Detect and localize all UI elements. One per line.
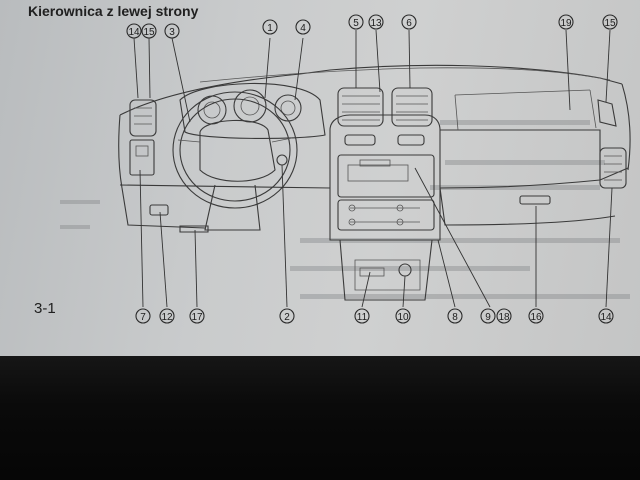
callout-1: 1 <box>263 20 277 34</box>
bleed-through-text <box>60 120 630 299</box>
svg-text:15: 15 <box>143 27 155 38</box>
svg-text:12: 12 <box>161 312 173 323</box>
svg-text:15: 15 <box>604 18 616 29</box>
svg-text:16: 16 <box>530 312 542 323</box>
callout-12: 12 <box>160 309 174 323</box>
dashboard-diagram: 14 15 3 1 4 5 13 6 <box>0 0 640 356</box>
callout-14-top: 14 <box>127 24 141 38</box>
callout-14-bottom: 14 <box>599 309 613 323</box>
svg-text:1: 1 <box>267 23 273 34</box>
callout-16: 16 <box>529 309 543 323</box>
callout-13: 13 <box>369 15 383 29</box>
manual-page: Kierownica z lewej strony 3-1 <box>0 0 640 356</box>
callout-4: 4 <box>296 20 310 34</box>
svg-text:3: 3 <box>169 27 175 38</box>
svg-text:4: 4 <box>300 23 306 34</box>
callout-9: 9 <box>481 309 495 323</box>
svg-text:18: 18 <box>498 312 510 323</box>
callout-7: 7 <box>136 309 150 323</box>
svg-text:2: 2 <box>284 312 290 323</box>
callout-3: 3 <box>165 24 179 38</box>
callout-17: 17 <box>190 309 204 323</box>
callout-18: 18 <box>497 309 511 323</box>
svg-text:14: 14 <box>128 27 140 38</box>
callout-15-top-right: 15 <box>603 15 617 29</box>
callout-19: 19 <box>559 15 573 29</box>
svg-text:13: 13 <box>370 18 382 29</box>
callout-10: 10 <box>396 309 410 323</box>
svg-text:19: 19 <box>560 18 572 29</box>
svg-text:8: 8 <box>452 312 458 323</box>
svg-text:7: 7 <box>140 312 146 323</box>
dashboard-outline <box>119 65 630 300</box>
svg-text:9: 9 <box>485 312 491 323</box>
svg-text:6: 6 <box>406 18 412 29</box>
svg-text:10: 10 <box>397 312 409 323</box>
callout-leaders <box>134 30 612 307</box>
callout-11: 11 <box>355 309 369 323</box>
callout-6: 6 <box>402 15 416 29</box>
callout-5: 5 <box>349 15 363 29</box>
callout-8: 8 <box>448 309 462 323</box>
callout-15-top-left: 15 <box>142 24 156 38</box>
svg-text:14: 14 <box>600 312 612 323</box>
svg-text:17: 17 <box>191 312 203 323</box>
svg-text:11: 11 <box>357 312 368 323</box>
callout-2: 2 <box>280 309 294 323</box>
dark-background <box>0 356 640 480</box>
svg-text:5: 5 <box>353 18 359 29</box>
